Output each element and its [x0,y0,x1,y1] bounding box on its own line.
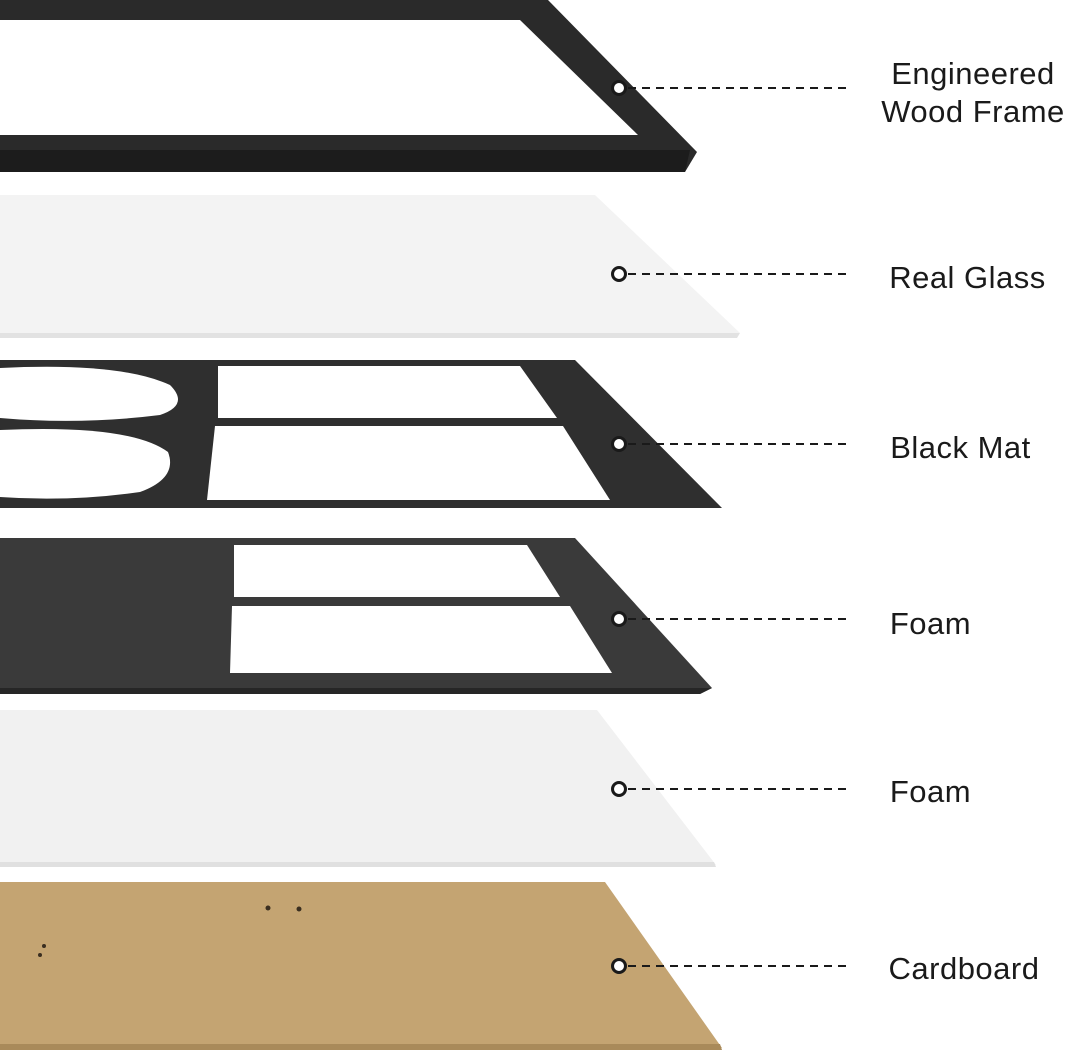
mat-window-top [218,366,557,418]
label-line: Wood Frame [881,94,1065,129]
callout-foam-white [611,781,852,797]
foam-black-window-bottom [230,606,612,673]
label-foam-white: Foam [868,773,993,811]
callout-dot [611,80,627,96]
label-line: Real Glass [889,260,1046,295]
callouts [611,80,852,974]
callout-real-glass [611,266,852,282]
label-line: Foam [889,606,972,641]
cardboard-sheet [0,882,722,1048]
label-real-glass: Real Glass [870,259,1065,297]
label-engineered-wood-frame: Engineered Wood Frame [866,55,1080,131]
callout-dot [611,958,627,974]
callout-foam-black [611,611,852,627]
label-line: Foam [889,774,972,809]
callout-black-mat [611,436,852,452]
cardboard-speck [42,944,46,948]
foam-white-layer [0,710,716,867]
cardboard-layer [0,882,722,1050]
callout-dot [611,611,627,627]
label-line: Black Mat [890,430,1031,465]
glass-edge [0,333,740,338]
foam-black-edge [0,688,712,694]
foam-white-sheet [0,710,716,865]
black-mat-layer [0,360,722,508]
label-black-mat: Black Mat [868,429,1053,467]
mat-oval-top [0,366,178,421]
callout-dot [611,266,627,282]
frame-window [0,20,638,135]
label-cardboard: Cardboard [868,950,1060,988]
label-foam-black: Foam [868,605,993,643]
cardboard-speck [265,905,271,911]
mat-window-bottom [207,426,610,500]
label-line: Cardboard [888,951,1040,986]
foam-black-window-top [234,545,560,597]
label-line: Engineered [891,56,1055,91]
mat-oval-bottom [0,428,171,499]
engineered-wood-frame-layer [0,0,697,172]
foam-black-layer [0,538,712,694]
callout-engineered-wood-frame [611,80,852,96]
real-glass-layer [0,195,740,338]
callout-dot [611,436,627,452]
cardboard-edge [0,1044,722,1050]
callout-dot [611,781,627,797]
cardboard-speck [38,953,42,957]
callout-cardboard [611,958,852,974]
cardboard-speck [296,906,302,912]
glass-sheet [0,195,740,333]
foam-white-edge [0,862,716,867]
frame-edge-highlight [0,150,690,172]
